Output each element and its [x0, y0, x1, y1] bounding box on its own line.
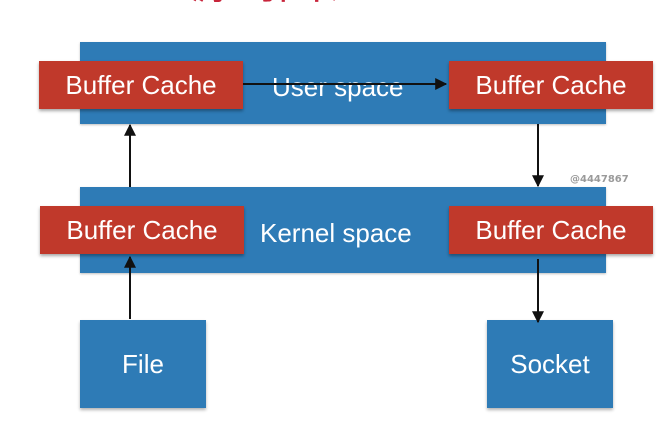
user-space-label: User space	[272, 72, 404, 102]
page-title: 源码图、sendfile	[190, 0, 530, 8]
user-buffer-cache-right: Buffer Cache	[449, 61, 653, 109]
kernel-buffer-cache-right: Buffer Cache	[449, 206, 653, 254]
watermark: @4447867	[570, 174, 629, 185]
kernel-space-label: Kernel space	[260, 218, 412, 248]
kernel-buffer-cache-left: Buffer Cache	[40, 206, 244, 254]
file-box: File	[80, 320, 206, 408]
socket-box: Socket	[487, 320, 613, 408]
user-buffer-cache-left: Buffer Cache	[39, 61, 243, 109]
